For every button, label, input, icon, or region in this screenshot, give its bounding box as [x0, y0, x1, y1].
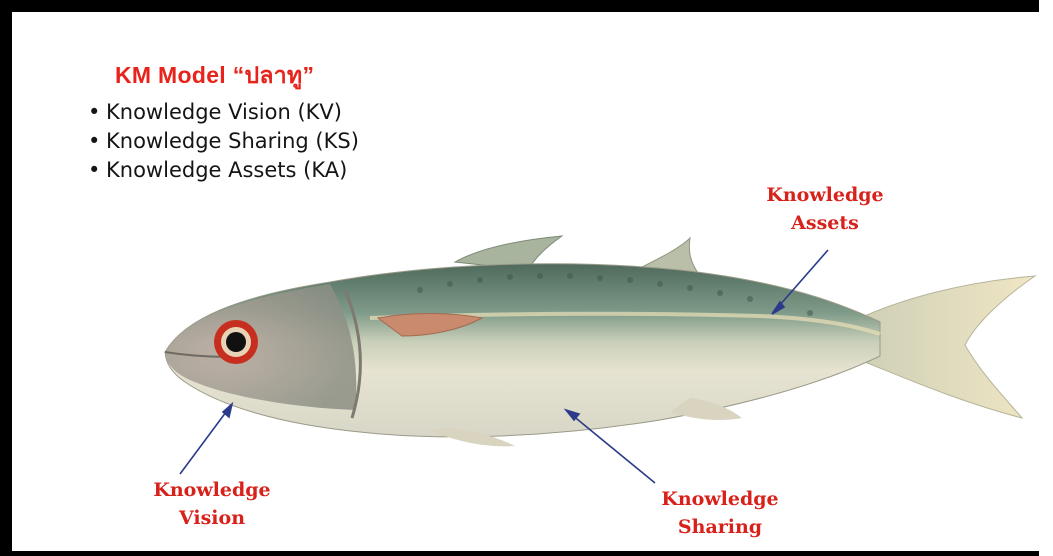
- label-knowledge-assets: Knowledge Assets: [735, 181, 915, 237]
- label-knowledge-sharing: Knowledge Sharing: [630, 485, 810, 541]
- label-knowledge-vision: Knowledge Vision: [122, 476, 302, 532]
- label-line: Knowledge: [735, 181, 915, 209]
- label-line: Knowledge: [122, 476, 302, 504]
- label-line: Assets: [735, 209, 915, 237]
- fish-head: [165, 284, 356, 410]
- label-line: Sharing: [630, 513, 810, 541]
- label-line: Knowledge: [630, 485, 810, 513]
- tail-fin: [860, 276, 1035, 418]
- label-line: Vision: [122, 504, 302, 532]
- arrow-vision: [180, 404, 232, 474]
